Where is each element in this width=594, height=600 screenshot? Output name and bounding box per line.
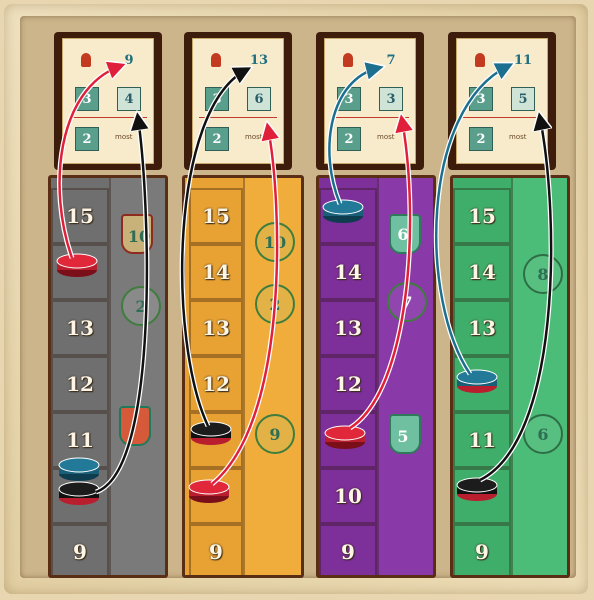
black-disc-token[interactable] bbox=[456, 476, 498, 502]
scoring-card-orange[interactable]: 13 3 6 2 most bbox=[184, 32, 292, 170]
track-space[interactable]: 15 bbox=[189, 188, 243, 244]
most-label: most bbox=[245, 133, 263, 141]
rank-badge: 3 bbox=[469, 87, 493, 111]
track-space[interactable]: 11 bbox=[453, 412, 511, 468]
card-divider bbox=[199, 117, 277, 118]
most-label: most bbox=[509, 133, 527, 141]
red-disc-token[interactable] bbox=[188, 478, 230, 504]
track-space[interactable]: 10 bbox=[319, 468, 377, 524]
peak-value: 9 bbox=[115, 49, 143, 71]
track-space[interactable]: 12 bbox=[51, 356, 109, 412]
climber-icon bbox=[343, 53, 353, 67]
track-space[interactable]: 13 bbox=[319, 300, 377, 356]
track-space[interactable]: 13 bbox=[51, 300, 109, 356]
track-space[interactable]: 15 bbox=[453, 188, 511, 244]
laurel-medal: 7 bbox=[387, 282, 427, 322]
track-space[interactable]: 14 bbox=[453, 244, 511, 300]
laurel-medal: 6 bbox=[523, 414, 563, 454]
red-disc-token[interactable] bbox=[324, 424, 366, 450]
teal-disc-token[interactable] bbox=[456, 368, 498, 394]
black-disc-token[interactable] bbox=[190, 420, 232, 446]
laurel-medal: 9 bbox=[255, 414, 295, 454]
track-space[interactable]: 14 bbox=[319, 244, 377, 300]
track-space[interactable]: 9 bbox=[51, 524, 109, 578]
scoring-card-purple[interactable]: 7 3 3 2 most bbox=[316, 32, 424, 170]
red-disc-token[interactable] bbox=[56, 252, 98, 278]
card-divider bbox=[69, 117, 147, 118]
track-space[interactable]: 15 bbox=[51, 188, 109, 244]
teal-disc-token[interactable] bbox=[58, 456, 100, 482]
laurel-medal: 8 bbox=[523, 254, 563, 294]
track-space[interactable]: 9 bbox=[319, 524, 377, 578]
rank-badge: 3 bbox=[75, 87, 99, 111]
peak-value: 11 bbox=[509, 49, 537, 71]
points-badge: 6 bbox=[247, 87, 271, 111]
bonus-value: 6 bbox=[385, 216, 421, 252]
card-divider bbox=[331, 117, 409, 118]
rank-badge: 3 bbox=[337, 87, 361, 111]
track-column-gray: 15 13 12 11 9 10 2 bbox=[48, 175, 168, 578]
most-label: most bbox=[377, 133, 395, 141]
teal-disc-token[interactable] bbox=[322, 198, 364, 224]
climber-icon bbox=[81, 53, 91, 67]
track-space[interactable]: 14 bbox=[189, 244, 243, 300]
track-space[interactable]: 9 bbox=[453, 524, 511, 578]
points-badge: 3 bbox=[379, 87, 403, 111]
black-disc-token[interactable] bbox=[58, 480, 100, 506]
scoring-card-green[interactable]: 11 3 5 2 most bbox=[448, 32, 556, 170]
climber-icon bbox=[475, 53, 485, 67]
rank-badge: 2 bbox=[469, 127, 493, 151]
track-space[interactable]: 13 bbox=[453, 300, 511, 356]
laurel-medal: 10 bbox=[255, 222, 295, 262]
track-space[interactable]: 13 bbox=[189, 300, 243, 356]
track-space[interactable]: 9 bbox=[189, 524, 243, 578]
bonus-shield bbox=[119, 406, 151, 446]
rank-badge: 2 bbox=[75, 127, 99, 151]
bonus-value: 10 bbox=[121, 218, 157, 254]
points-badge: 4 bbox=[117, 87, 141, 111]
track-column-purple: 14 13 12 10 9 6 7 5 bbox=[316, 175, 436, 578]
laurel-medal: 2 bbox=[121, 286, 161, 326]
rank-badge: 2 bbox=[337, 127, 361, 151]
bonus-lane bbox=[511, 178, 570, 575]
points-badge: 5 bbox=[511, 87, 535, 111]
rank-badge: 2 bbox=[205, 127, 229, 151]
laurel-medal: 2 bbox=[255, 284, 295, 324]
track-column-orange: 15 14 13 12 9 10 2 9 bbox=[182, 175, 304, 578]
rank-badge: 3 bbox=[205, 87, 229, 111]
scoring-card-gray[interactable]: 9 3 4 2 most bbox=[54, 32, 162, 170]
peak-value: 13 bbox=[245, 49, 273, 71]
track-space[interactable]: 12 bbox=[319, 356, 377, 412]
most-label: most bbox=[115, 133, 133, 141]
track-space[interactable]: 12 bbox=[189, 356, 243, 412]
bonus-value: 5 bbox=[385, 418, 421, 454]
card-divider bbox=[463, 117, 541, 118]
climber-icon bbox=[211, 53, 221, 67]
peak-value: 7 bbox=[377, 49, 405, 71]
